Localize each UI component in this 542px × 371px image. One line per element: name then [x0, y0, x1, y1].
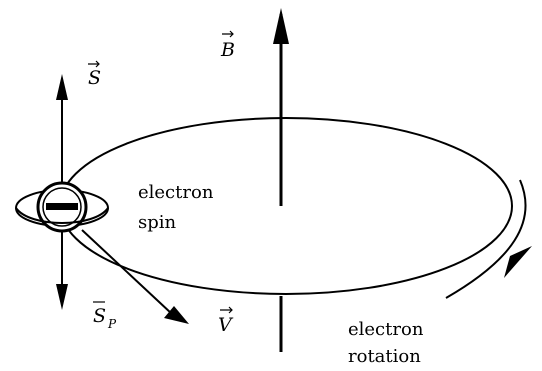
electron-spin-line2: spin: [138, 212, 177, 233]
spin-s-arrowhead: [56, 74, 68, 100]
label-v: V: [218, 306, 234, 336]
electron-minus-bar: [46, 203, 78, 210]
electron-loop-front: [15, 207, 109, 224]
label-v-text: V: [218, 314, 234, 336]
label-s-text: S: [88, 67, 101, 89]
velocity-arrowhead: [164, 306, 189, 324]
spin-sp-arrowhead: [56, 284, 68, 310]
label-b: B: [220, 30, 235, 61]
electron-rotation-line1: electron: [348, 319, 424, 340]
electron-rotation-line2: rotation: [348, 346, 421, 367]
label-b-text: B: [220, 39, 235, 61]
electron-spin-line1: electron: [138, 182, 214, 203]
velocity-line: [81, 229, 173, 315]
label-s: S: [88, 60, 101, 89]
electron-inner-ring: [42, 187, 82, 227]
rotation-arrowhead: [504, 246, 532, 278]
label-sp-text: S: [93, 305, 106, 327]
label-sp-subscript: P: [107, 317, 117, 331]
label-sp: S P: [93, 301, 117, 331]
orbit-ellipse: [59, 117, 513, 295]
b-field-arrowhead: [273, 8, 289, 44]
rotation-arc: [445, 179, 527, 299]
